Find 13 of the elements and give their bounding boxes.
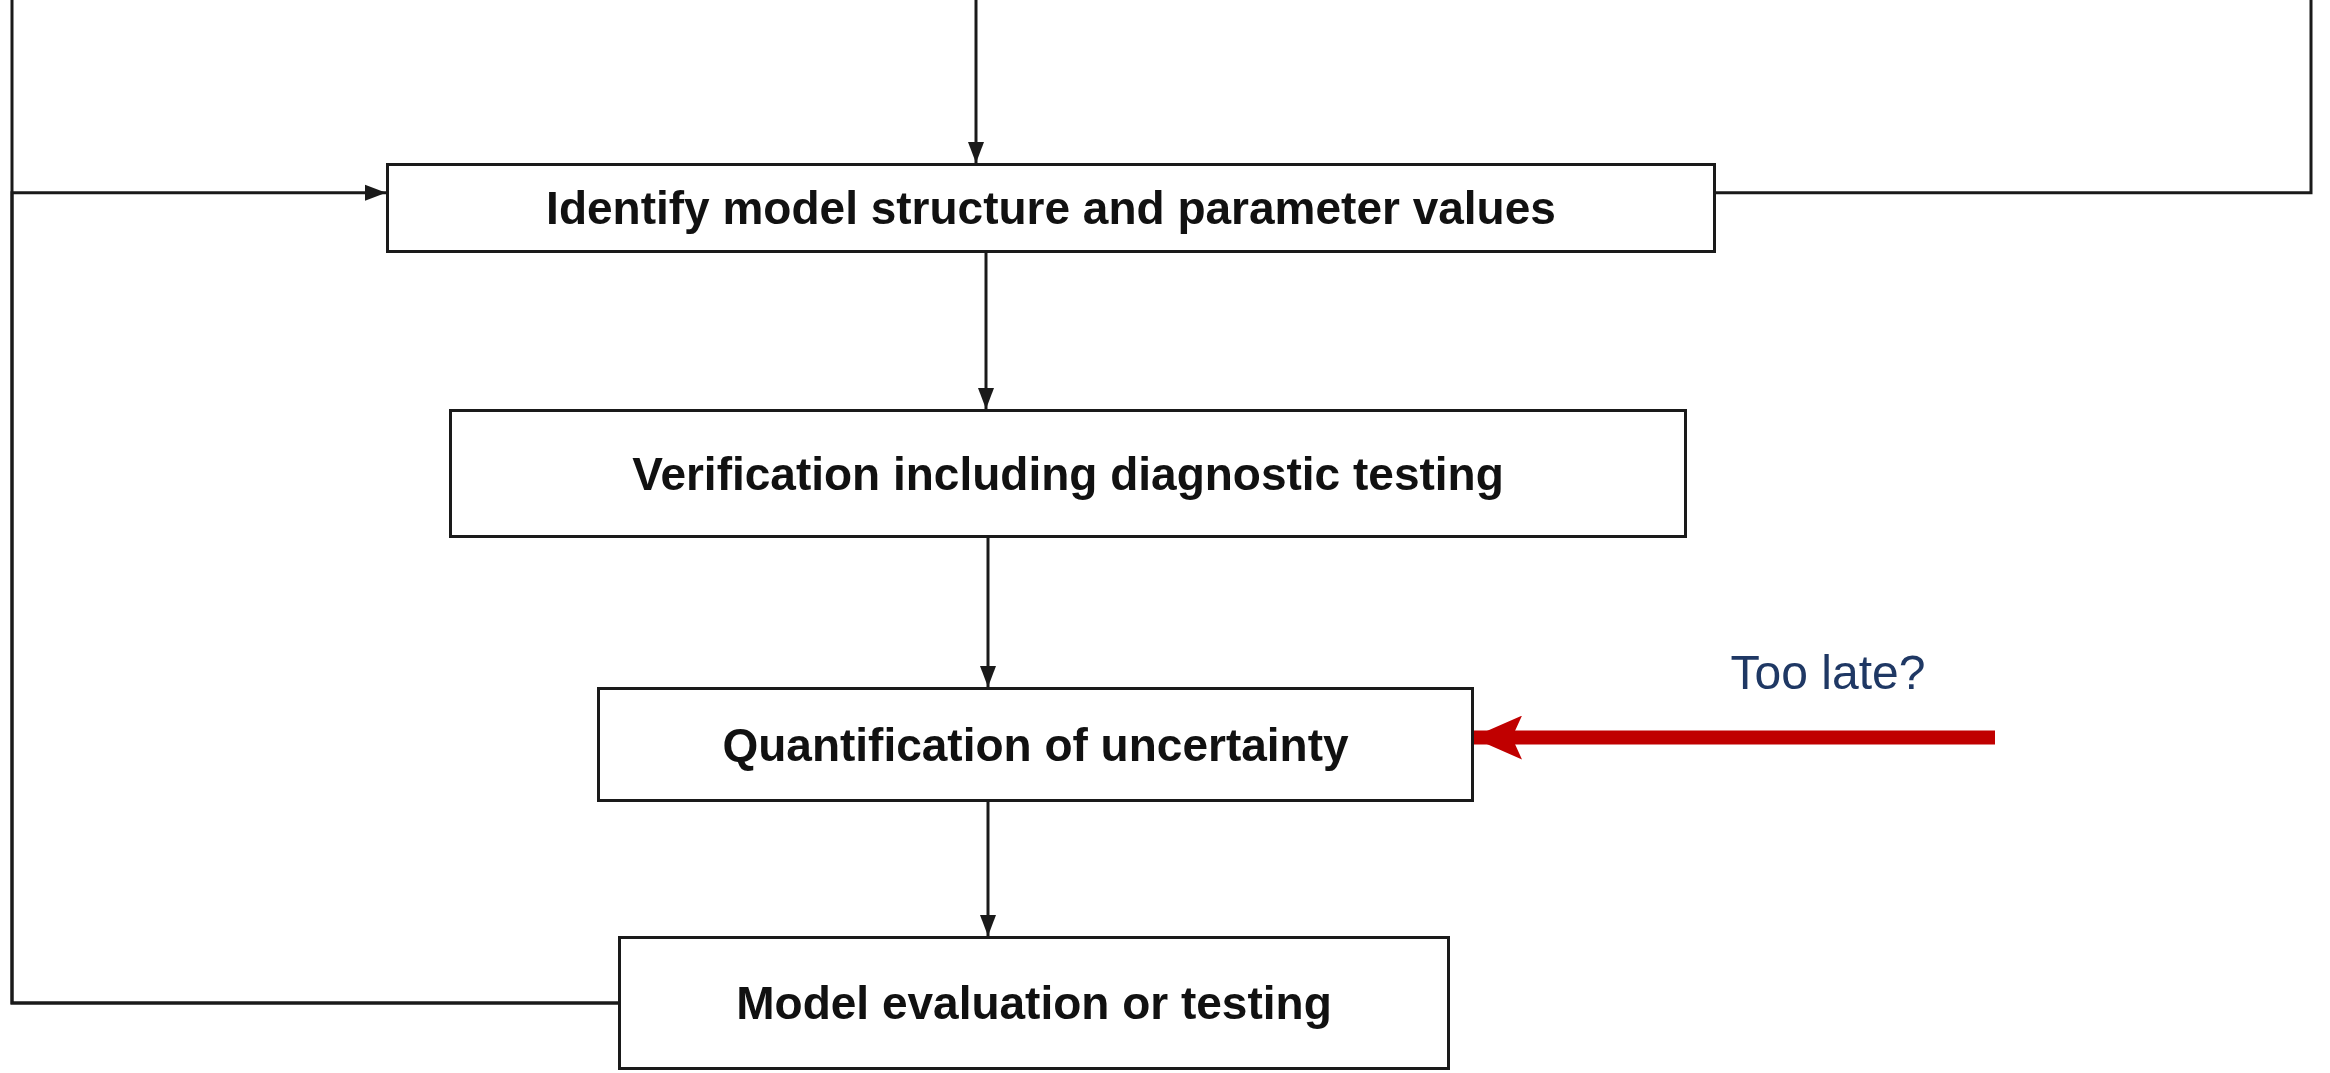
box-label: Identify model structure and parameter values — [546, 181, 1556, 235]
process-box — [618, 936, 1450, 1070]
process-box — [597, 687, 1474, 802]
box-label: Verification including diagnostic testing — [632, 446, 1504, 501]
process-box — [386, 163, 1716, 253]
process-box — [449, 409, 1687, 538]
arrow — [968, 0, 984, 163]
box-label: Quantification of uncertainty — [722, 717, 1349, 772]
box-label: Model evaluation or testing — [736, 976, 1332, 1030]
arrow — [978, 253, 994, 409]
arrow — [980, 802, 996, 936]
arrow — [1472, 715, 1995, 760]
arrow — [980, 538, 996, 687]
